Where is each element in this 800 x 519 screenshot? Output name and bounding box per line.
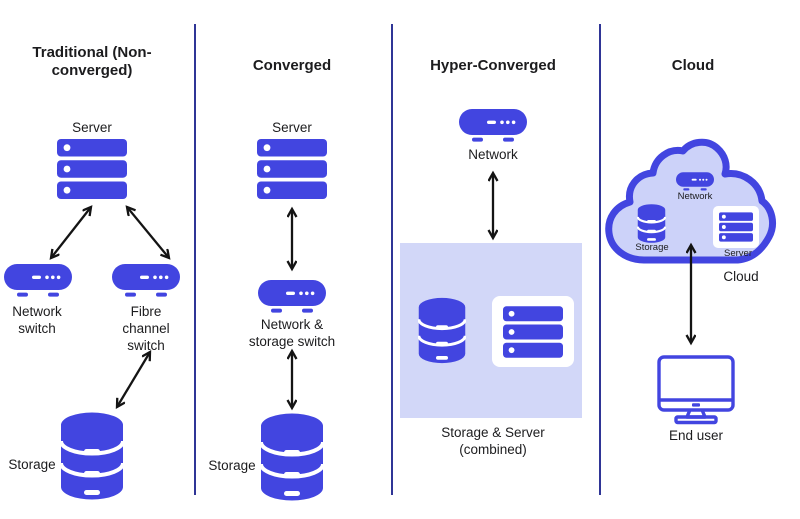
column-title-cloud: Cloud [671, 57, 715, 74]
column-divider [194, 24, 196, 495]
storage-cylinder-icon [259, 413, 325, 501]
server-label: Server [272, 120, 312, 135]
cloud-storage-label: Storage [635, 242, 669, 253]
storage-server-combined-label: Storage & Server (combined) [441, 425, 545, 457]
server-label: Server [72, 120, 112, 135]
storage-cylinder-icon [59, 412, 125, 500]
column-title-hyper-converged: Hyper-Converged [430, 57, 556, 74]
server-card [492, 296, 574, 367]
column-divider [391, 24, 393, 495]
network-storage-switch-label: Network & storage switch [248, 317, 336, 349]
fibre-channel-switch-icon [112, 264, 180, 297]
cloud-network-label: Network [677, 191, 713, 202]
fibre-channel-switch-label: Fibre channel switch [122, 304, 170, 353]
storage-label: Storage [8, 457, 56, 472]
desktop-monitor-icon [657, 355, 735, 426]
network-switch-icon [459, 109, 527, 142]
arrow-server-fibre-switch [127, 207, 169, 258]
column-divider [599, 24, 601, 495]
server-stack-icon [719, 212, 753, 242]
server-stack-icon [503, 305, 563, 358]
column-title-traditional: Traditional (Non-converged) [32, 44, 152, 80]
server-card [713, 206, 759, 248]
server-stack-icon [57, 139, 127, 199]
network-switch-icon [4, 264, 72, 297]
end-user-label: End user [668, 428, 724, 443]
arrow-server-network-switch [51, 207, 91, 258]
cloud-caption: Cloud [723, 269, 759, 284]
network-storage-switch-icon [258, 280, 326, 313]
cloud-server-label: Server [724, 248, 752, 259]
column-title-converged: Converged [252, 57, 332, 74]
arrow-fibre-switch-storage [117, 352, 150, 407]
storage-label: Storage [208, 458, 256, 473]
storage-cylinder-icon [417, 294, 467, 367]
storage-cylinder-icon [636, 204, 667, 243]
network-label: Network [468, 147, 518, 162]
server-stack-icon [257, 139, 327, 199]
network-switch-icon [676, 172, 714, 191]
network-switch-label: Network switch [12, 304, 62, 336]
